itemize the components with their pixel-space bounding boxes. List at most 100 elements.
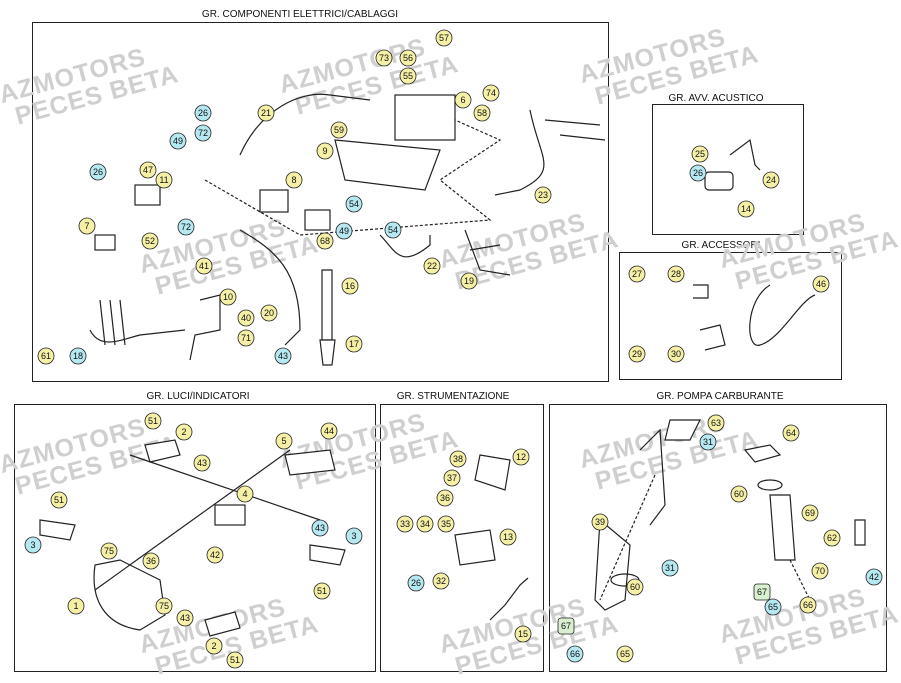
panel-lights — [14, 404, 376, 672]
callout-bubble — [753, 583, 771, 601]
dashed-link-fuel — [599, 474, 811, 601]
callout-number: 42 — [210, 550, 220, 560]
callout-bubble — [473, 104, 491, 122]
part-callout: 18 — [69, 347, 87, 365]
callout-bubble — [24, 536, 42, 554]
callout-bubble — [144, 412, 162, 430]
part-callout: 3 — [345, 527, 363, 545]
part-callout: 28 — [667, 265, 685, 283]
callout-number: 66 — [803, 600, 813, 610]
callout-bubble — [566, 645, 584, 663]
part-callout: 5 — [275, 432, 293, 450]
callout-bubble — [399, 67, 417, 85]
callout-bubble — [407, 574, 425, 592]
strap-46 — [749, 284, 816, 346]
callout-number: 36 — [146, 556, 156, 566]
callout-number: 7 — [84, 221, 89, 231]
callout-number: 38 — [453, 454, 463, 464]
callout-bubble — [177, 218, 195, 236]
callout-bubble — [311, 519, 329, 537]
oring-60b — [757, 479, 783, 491]
part-callout: 42 — [206, 546, 224, 564]
callout-number: 22 — [427, 261, 437, 271]
callout-number: 21 — [261, 108, 271, 118]
part-callout: 68 — [316, 232, 334, 250]
callout-number: 51 — [54, 495, 64, 505]
callout-number: 33 — [400, 519, 410, 529]
part-callout: 26 — [194, 104, 212, 122]
callout-bubble — [169, 132, 187, 150]
part-callout: 1 — [67, 597, 85, 615]
part-callout: 46 — [812, 275, 830, 293]
part-callout: 31 — [661, 559, 679, 577]
callout-number: 49 — [339, 226, 349, 236]
callout-number: 54 — [388, 225, 398, 235]
part-callout: 49 — [335, 222, 353, 240]
callout-number: 16 — [345, 281, 355, 291]
callout-bubble — [155, 597, 173, 615]
cross-link — [94, 449, 321, 591]
callout-number: 32 — [436, 576, 446, 586]
callout-number: 67 — [757, 587, 767, 597]
part-callout: 14 — [737, 200, 755, 218]
callout-number: 60 — [630, 582, 640, 592]
callout-bubble — [628, 265, 646, 283]
callout-number: 56 — [403, 53, 413, 63]
part-callout: 24 — [762, 171, 780, 189]
callout-number: 30 — [671, 349, 681, 359]
callout-number: 19 — [464, 276, 474, 286]
callout-bubble — [285, 171, 303, 189]
harness-19 — [464, 229, 511, 276]
part-callout: 43 — [311, 519, 329, 537]
callout-bubble — [345, 195, 363, 213]
panel-title-horn: GR. AVV. ACUSTICO — [668, 93, 764, 104]
callout-bubble — [316, 232, 334, 250]
part-callout: 44 — [320, 422, 338, 440]
part-callout: 64 — [782, 424, 800, 442]
part-callout: 9 — [316, 142, 334, 160]
horn-bracket-24 — [729, 138, 761, 171]
part-callout: 23 — [534, 186, 552, 204]
part-callout: 62 — [823, 529, 841, 547]
callout-bubble — [799, 596, 817, 614]
callout-bubble — [823, 529, 841, 547]
horn-14 — [704, 171, 734, 191]
callout-bubble — [436, 489, 454, 507]
part-callout: 66 — [799, 596, 817, 614]
callout-number: 36 — [440, 493, 450, 503]
callout-bubble — [437, 515, 455, 533]
panel-fuel-pump — [549, 404, 887, 672]
part-callout: 40 — [237, 309, 255, 327]
part-callout: 54 — [384, 221, 402, 239]
callout-bubble — [811, 562, 829, 580]
callout-number: 26 — [198, 108, 208, 118]
spark-plug-17 — [319, 339, 336, 366]
part-callout: 52 — [141, 232, 159, 250]
callout-number: 71 — [241, 333, 251, 343]
part-callout: 4 — [236, 485, 254, 503]
callout-number: 73 — [379, 53, 389, 63]
callout-bubble — [237, 309, 255, 327]
callout-bubble — [667, 265, 685, 283]
callout-number: 43 — [180, 613, 190, 623]
callout-bubble — [316, 142, 334, 160]
callout-number: 70 — [815, 566, 825, 576]
callout-bubble — [499, 528, 517, 546]
part-callout: 51 — [226, 651, 244, 669]
callout-number: 37 — [447, 473, 457, 483]
part-callout: 67 — [753, 583, 771, 601]
callout-bubble — [667, 345, 685, 363]
headlight-1 — [93, 559, 166, 631]
panel-title-fuel-pump: GR. POMPA CARBURANTE — [656, 391, 784, 402]
callout-number: 10 — [223, 292, 233, 302]
callout-bubble — [236, 485, 254, 503]
callout-number: 39 — [595, 517, 605, 527]
part-callout: 26 — [689, 164, 707, 182]
callout-number: 40 — [241, 313, 251, 323]
callout-bubble — [801, 504, 819, 522]
callout-number: 75 — [159, 601, 169, 611]
part-callout: 2 — [175, 423, 193, 441]
part-callout: 65 — [764, 598, 782, 616]
callout-bubble — [762, 171, 780, 189]
